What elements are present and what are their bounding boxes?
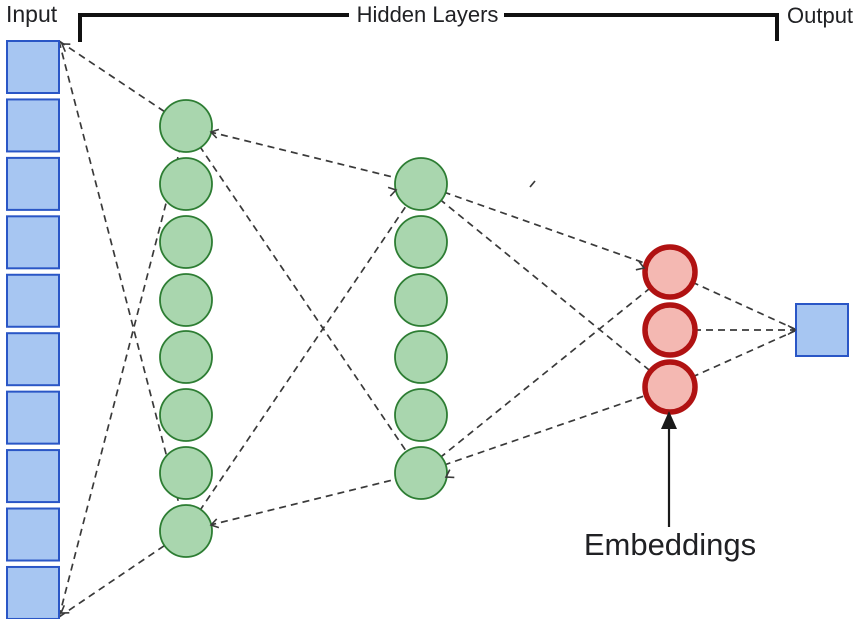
hidden-node xyxy=(394,273,448,327)
connector-line xyxy=(185,183,422,532)
hidden-node xyxy=(159,99,213,153)
connector-line xyxy=(420,386,671,474)
connector-arrowhead xyxy=(209,128,220,139)
hidden-node xyxy=(159,157,213,211)
connector-line xyxy=(58,40,187,127)
connector-line xyxy=(420,183,671,273)
input-node xyxy=(6,156,60,211)
input-node xyxy=(6,507,60,562)
embeddings-label: Embeddings xyxy=(583,527,757,562)
hidden-layers-bracket-right xyxy=(504,13,779,41)
input-node xyxy=(6,215,60,270)
connector-line xyxy=(58,40,187,532)
embeddings-arrow-head xyxy=(661,411,677,429)
embedding-node xyxy=(642,244,698,300)
input-node xyxy=(6,390,60,445)
input-node xyxy=(6,449,60,504)
connector-line xyxy=(185,472,422,532)
output-label: Output xyxy=(787,3,854,28)
connector-arrowhead xyxy=(635,260,646,271)
hidden-node xyxy=(159,388,213,442)
input-node xyxy=(6,98,60,153)
stray-mark xyxy=(529,180,536,188)
connector-line xyxy=(420,271,671,474)
connector-arrowhead xyxy=(387,186,398,197)
hidden-node xyxy=(159,446,213,500)
input-node xyxy=(6,332,60,387)
connector-arrowhead xyxy=(787,324,797,336)
hidden-node xyxy=(394,157,448,211)
connector-line xyxy=(58,530,187,618)
hidden-layers-bracket-left xyxy=(78,13,349,42)
input-node xyxy=(6,565,60,619)
hidden-node xyxy=(394,215,448,269)
connector-line xyxy=(58,125,187,618)
connector-arrowhead xyxy=(209,518,220,529)
input-node xyxy=(6,273,60,328)
hidden-node xyxy=(394,446,448,500)
hidden-node xyxy=(394,330,448,384)
connector-line xyxy=(420,183,671,388)
hidden-node xyxy=(159,330,213,384)
embedding-node xyxy=(642,302,698,358)
hidden-node xyxy=(394,388,448,442)
connector-line xyxy=(185,125,422,185)
hidden-layers-label: Hidden Layers xyxy=(356,2,499,27)
connector-line xyxy=(185,125,422,474)
input-label: Input xyxy=(6,1,58,27)
embedding-node xyxy=(642,359,698,415)
connector-arrowhead xyxy=(59,605,70,614)
output-node xyxy=(795,303,849,357)
hidden-node xyxy=(159,215,213,269)
hidden-node xyxy=(159,273,213,327)
hidden-node xyxy=(159,504,213,558)
connector-arrowhead xyxy=(444,469,455,479)
connector-arrowhead xyxy=(60,43,71,52)
input-node xyxy=(6,40,60,94)
